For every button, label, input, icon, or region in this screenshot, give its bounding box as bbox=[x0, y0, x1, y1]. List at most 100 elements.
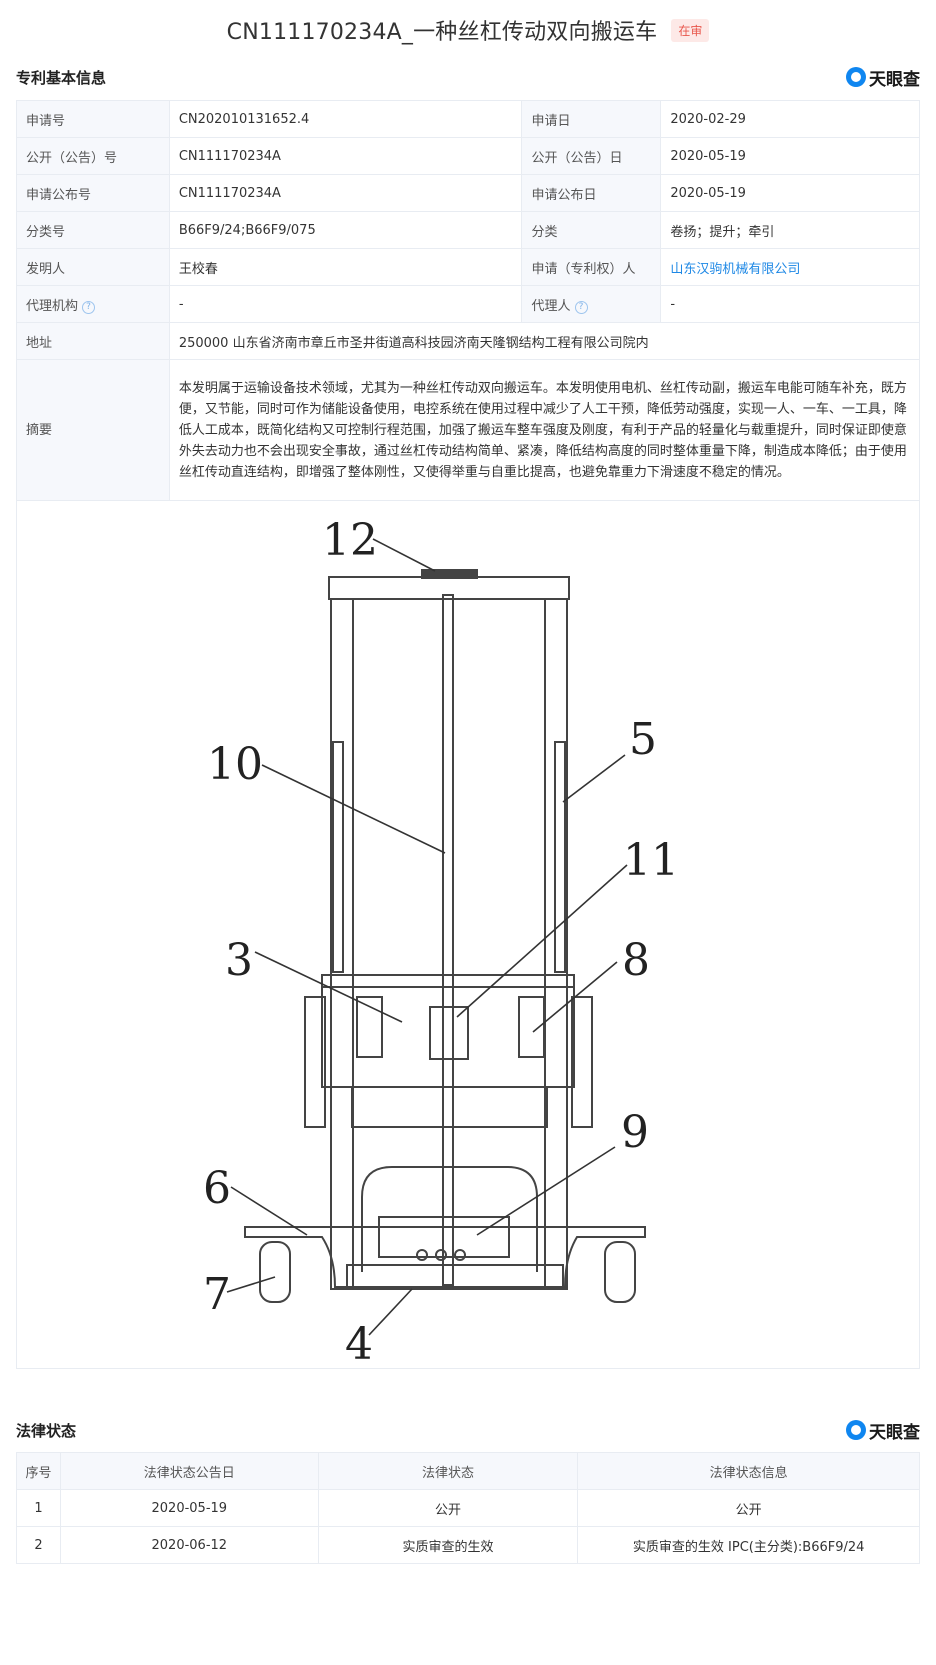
table-row: 分类号 B66F9/24;B66F9/075 分类 卷扬；提升；牵引 bbox=[16, 211, 920, 249]
info-value: CN111170234A bbox=[168, 137, 523, 175]
table-cell: 公开 bbox=[317, 1489, 579, 1527]
info-value: - bbox=[660, 285, 920, 323]
info-value: CN202010131652.4 bbox=[168, 100, 523, 138]
drawing-label: 8 bbox=[622, 935, 650, 986]
legal-section-title: 法律状态 bbox=[16, 1421, 77, 1440]
leader-line bbox=[456, 864, 628, 1018]
info-label: 分类 bbox=[521, 211, 662, 249]
patent-info-table: 申请号 CN202010131652.4 申请日 2020-02-29 公开（公… bbox=[16, 100, 921, 501]
table-header-row: 序号 法律状态公告日 法律状态 法律状态信息 bbox=[16, 1452, 920, 1490]
indicator bbox=[454, 1249, 466, 1261]
drawing-label: 10 bbox=[207, 739, 263, 790]
table-row: 2 2020-06-12 实质审查的生效 实质审查的生效 IPC(主分类):B6… bbox=[16, 1526, 920, 1564]
drawing-label: 9 bbox=[621, 1107, 649, 1158]
lower-carriage bbox=[351, 1086, 548, 1128]
info-label: 申请公布号 bbox=[16, 174, 170, 212]
column-header: 法律状态信息 bbox=[577, 1452, 920, 1490]
legal-status-table: 序号 法律状态公告日 法律状态 法律状态信息 1 2020-05-19 公开 公… bbox=[16, 1452, 920, 1564]
table-row: 摘要 本发明属于运输设备技术领域，尤其为一种丝杠传动双向搬运车。本发明使用电机、… bbox=[16, 359, 921, 501]
part-12-cap bbox=[421, 569, 478, 579]
info-value: 2020-05-19 bbox=[660, 174, 920, 212]
info-value: 2020-02-29 bbox=[660, 100, 920, 138]
leader-line bbox=[532, 961, 618, 1033]
abstract-text: 本发明属于运输设备技术领域，尤其为一种丝杠传动双向搬运车。本发明使用电机、丝杠传… bbox=[168, 359, 921, 501]
info-value: CN111170234A bbox=[168, 174, 523, 212]
table-row: 申请号 CN202010131652.4 申请日 2020-02-29 bbox=[16, 100, 920, 138]
part-11-nut bbox=[429, 1006, 469, 1060]
left-column bbox=[330, 598, 354, 1290]
column-header: 序号 bbox=[16, 1452, 61, 1490]
left-bracket bbox=[356, 996, 383, 1058]
applicant-link[interactable]: 山东汉驹机械有限公司 bbox=[660, 248, 920, 286]
indicator bbox=[435, 1249, 447, 1261]
table-cell: 公开 bbox=[577, 1489, 920, 1527]
table-cell: 2020-06-12 bbox=[59, 1526, 319, 1564]
info-section-header: 专利基本信息 天眼查 bbox=[16, 62, 920, 92]
info-label: 申请（专利权）人 bbox=[521, 248, 662, 286]
info-label-cell: 代理机构? bbox=[16, 285, 170, 323]
column-header: 法律状态 bbox=[317, 1452, 579, 1490]
legal-section-header: 法律状态 天眼查 bbox=[16, 1415, 920, 1445]
info-value: 卷扬；提升；牵引 bbox=[660, 211, 920, 249]
part-7-left-wheel bbox=[259, 1241, 291, 1303]
info-label: 申请日 bbox=[521, 100, 662, 138]
info-value: B66F9/24;B66F9/075 bbox=[168, 211, 523, 249]
tianyancha-logo-icon bbox=[846, 1420, 866, 1440]
page-header: CN111170234A_一种丝杠传动双向搬运车 在审 bbox=[0, 10, 936, 50]
drawing-label: 11 bbox=[623, 835, 679, 886]
info-label: 分类号 bbox=[16, 211, 170, 249]
table-row: 公开（公告）号 CN111170234A 公开（公告）日 2020-05-19 bbox=[16, 137, 920, 175]
address-value: 250000 山东省济南市章丘市圣井街道高科技园济南天隆钢结构工程有限公司院内 bbox=[168, 322, 921, 360]
table-cell: 实质审查的生效 IPC(主分类):B66F9/24 bbox=[577, 1526, 920, 1564]
table-row: 地址 250000 山东省济南市章丘市圣井街道高科技园济南天隆钢结构工程有限公司… bbox=[16, 322, 921, 360]
indicator bbox=[416, 1249, 428, 1261]
table-cell: 2 bbox=[16, 1526, 61, 1564]
info-value: 2020-05-19 bbox=[660, 137, 920, 175]
leader-line bbox=[476, 1146, 616, 1236]
patent-drawing-svg: 12 10 5 11 3 8 9 6 7 4 bbox=[203, 515, 679, 1369]
part-9-box bbox=[378, 1216, 510, 1258]
table-cell: 2020-05-19 bbox=[59, 1489, 319, 1527]
right-slot bbox=[554, 741, 566, 973]
info-label: 地址 bbox=[16, 322, 170, 360]
info-label: 公开（公告）日 bbox=[521, 137, 662, 175]
part-4-plate bbox=[346, 1264, 564, 1290]
status-badge: 在审 bbox=[671, 18, 710, 42]
info-value: 王校春 bbox=[168, 248, 523, 286]
info-label: 代理人 bbox=[531, 298, 571, 314]
drawing-label: 12 bbox=[322, 515, 378, 566]
table-row: 代理机构? - 代理人? - bbox=[16, 285, 920, 323]
drawing-label: 4 bbox=[345, 1319, 373, 1369]
leader-line bbox=[226, 1276, 276, 1293]
info-label: 代理机构 bbox=[26, 298, 79, 314]
table-cell: 1 bbox=[16, 1489, 61, 1527]
leader-line bbox=[230, 1186, 308, 1236]
drawing-label: 3 bbox=[225, 935, 253, 986]
leader-line bbox=[261, 764, 446, 854]
info-label: 发明人 bbox=[16, 248, 170, 286]
right-bracket bbox=[518, 996, 545, 1058]
table-row: 1 2020-05-19 公开 公开 bbox=[16, 1489, 920, 1527]
info-section-title: 专利基本信息 bbox=[16, 68, 107, 87]
drawing-label: 5 bbox=[629, 714, 657, 765]
column-header: 法律状态公告日 bbox=[59, 1452, 319, 1490]
part-6-base bbox=[244, 1226, 646, 1288]
info-label: 申请号 bbox=[16, 100, 170, 138]
info-label: 公开（公告）号 bbox=[16, 137, 170, 175]
table-row: 发明人 王校春 申请（专利权）人 山东汉驹机械有限公司 bbox=[16, 248, 920, 286]
question-circle-icon[interactable]: ? bbox=[82, 300, 96, 314]
patent-drawing: 12 10 5 11 3 8 9 6 7 4 bbox=[16, 497, 920, 1369]
brand-logo[interactable]: 天眼查 bbox=[846, 1418, 920, 1443]
table-row: 申请公布号 CN111170234A 申请公布日 2020-05-19 bbox=[16, 174, 920, 212]
drawing-label: 6 bbox=[203, 1163, 231, 1214]
leader-line bbox=[562, 754, 626, 803]
leader-line bbox=[372, 538, 436, 572]
brand-logo[interactable]: 天眼查 bbox=[846, 65, 920, 90]
info-label: 申请公布日 bbox=[521, 174, 662, 212]
handle bbox=[361, 1166, 538, 1272]
question-circle-icon[interactable]: ? bbox=[574, 300, 588, 314]
info-label: 摘要 bbox=[16, 359, 170, 501]
left-fork bbox=[304, 996, 326, 1128]
lead-screw bbox=[442, 594, 454, 1286]
tianyancha-logo-icon bbox=[846, 67, 866, 87]
